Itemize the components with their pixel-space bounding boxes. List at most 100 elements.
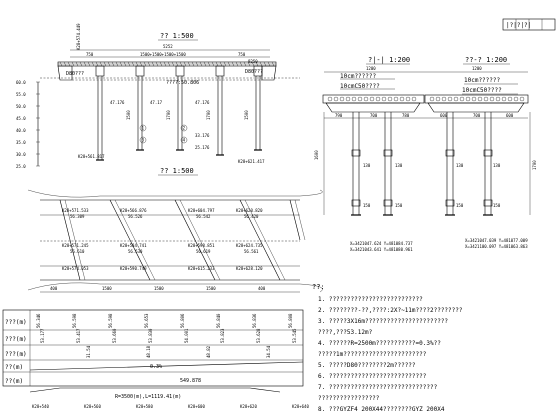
profile-value-fill: 31.54 [86,345,91,358]
notes-block: ??: 1. ??????????????????????????2. ????… [312,283,463,413]
plan-station-label: K28+590.740 [120,266,147,271]
profile-station: K28+620 [240,404,257,409]
corner-box-text: |?|?|?| [506,22,531,29]
profile-station: K28+600 [188,404,205,409]
s2-coord2: X=3421100.097 Y=481063.863 [465,244,528,249]
section1-layer2: 10cmC50???? [340,83,380,90]
s1-pile-label-4: 150 [395,203,403,208]
s1-coord: X=3421047.624 Y=481084.737 [350,241,413,246]
elevation-bed-left: D80??? [66,71,84,77]
plan-station-label: K28+571.245 [62,243,89,248]
elevation-title: ?? 1:500 [160,32,194,40]
profile-value-ground: 53.177 [40,328,45,343]
axis-tick-label: 30.0 [16,152,26,157]
profile-value-ground: 53.628 [256,328,261,343]
profile-value-fill: 48.82 [206,345,211,358]
plan-station-label: K28+584.741 [120,243,147,248]
s2-pile-label-4: 150 [493,203,501,208]
axis-tick-label: 60.0 [16,80,26,85]
profile-value-ground: 53.823 [220,328,225,343]
section1-dim-top: 1200 [366,66,376,71]
profile-station: K28+580 [136,404,153,409]
axis-tick-label: 55.0 [16,92,26,97]
plan-station-label: K28+604.797 [188,208,215,213]
s1-pile-label-2: 150 [363,203,371,208]
plan-station-label: 56.309 [70,214,85,219]
corner-box: |?|?|?| [502,18,556,31]
elevation-dim-total: 5252 [163,44,173,49]
profile-curve: R=3500(m),L=1119.41(m) [115,394,181,400]
profile-value-ground: 54.001 [184,328,189,343]
elevation-view: ?? 1:500 K28+574.449 5252 750 1500+1500+… [16,23,300,176]
note-line: 5. ?????D80????????2m?????? [318,362,416,369]
plan-dim-label: 1500 [154,286,164,291]
s1-pile-label-1: 130 [363,163,371,168]
profile-station: K28+560 [84,404,101,409]
note-line: 6. ??????????????????????????? [318,373,427,380]
note-line: 2. ????????-??,????:2X?~11m????2???????? [318,307,463,314]
section-1-1: ?|-| 1:200 1200 10cm?????? 10cmC50???? 7… [314,56,425,252]
s2-coord: X=3421047.039 Y=481077.009 [465,238,528,243]
note-line: ?????1m??????????????????????? [318,351,427,358]
circle-mark-3: 3 [139,136,147,144]
profile-station: K28+640 [292,404,309,409]
pile-depth-2: 1700 [166,110,171,120]
pile-label-2: 47.17 [150,100,163,105]
section2-layer2: 10cmC50???? [462,87,502,94]
elevation-span-mark: 9250 [248,59,258,64]
note-line: 7. ?????????????????????????????? [318,384,438,391]
axis-tick-label: 40.0 [16,128,26,133]
profile-value-design: 56.808 [288,313,293,328]
profile-length: 549.878 [180,378,201,384]
circle-mark-1: 1 [139,124,147,132]
plan-dim-label: 400 [258,286,266,291]
axis-tick-label: 45.0 [16,116,26,121]
s1-pile-dim-3: 780 [402,113,410,118]
elevation-level-top: ????:50.806 [166,80,199,86]
s1-pile-dim-1: 790 [335,113,343,118]
plan-station-label: K28+598.851 [188,243,215,248]
profile-row-5: ??(m) [5,378,23,385]
elevation-bottom-right: K28+621.417 [238,159,265,164]
section2-layer1: 10cm?????? [464,77,501,84]
note-line: 4. ??????R=2500m???????????=0.3%?? [318,340,441,347]
profile-value-design: 56.598 [72,313,77,328]
profile-value-ground: 53.545 [292,328,297,343]
section1-title: ?|-| 1:200 [368,56,410,64]
svg-text:1: 1 [142,126,145,131]
plan-station-label: 56.530 [128,249,143,254]
plan-station-label: 56.542 [196,214,211,219]
axis-tick-label: 50.0 [16,104,26,109]
section-2-2: ??-? 1:200 1200 10cm?????? 10cmC50???? 6… [424,56,537,249]
note-line: 8. ???GYZF4 200X44????????GYZ 200X4 [318,406,445,413]
circle-mark-4: 4 [180,136,188,144]
s2-pile-label-1: 130 [456,163,464,168]
profile-row-4: ??(m) [5,364,23,371]
axis-tick-label: 35.0 [16,140,26,145]
s2-pile-dim-3: 600 [506,113,514,118]
pile-depth-4: 1500 [244,110,249,120]
profile-value-fill: 48.18 [146,345,151,358]
plan-station-label: K28+620.820 [236,208,263,213]
plan-station-label: K28+566.876 [120,208,147,213]
plan-dim-label: 1500 [102,286,112,291]
profile-value-design: 56.836 [252,313,257,328]
profile-value-design: 56.840 [216,313,221,328]
plan-dim-label: 1500 [206,286,216,291]
s2-height: 1700 [532,160,537,170]
note-line: ????????????????? [318,395,380,402]
note-line: 1. ?????????????????????????? [318,296,423,303]
profile-row-2: ???(m) [5,336,27,343]
profile-value-design: 56.346 [36,313,41,328]
note-line: 3. ?????3X16m??????????????????????? [318,318,448,325]
section2-dim-top: 1200 [472,66,482,71]
plan-station-label: 56.526 [128,214,143,219]
elevation-chainage-left: K28+574.449 [76,23,81,50]
profile-row-3: ???(m) [5,351,27,358]
profile-value-design: 56.653 [144,313,149,328]
s2-pile-label-3: 130 [493,163,501,168]
profile-station: K28+540 [32,404,49,409]
s2-pile-dim-1: 600 [440,113,448,118]
